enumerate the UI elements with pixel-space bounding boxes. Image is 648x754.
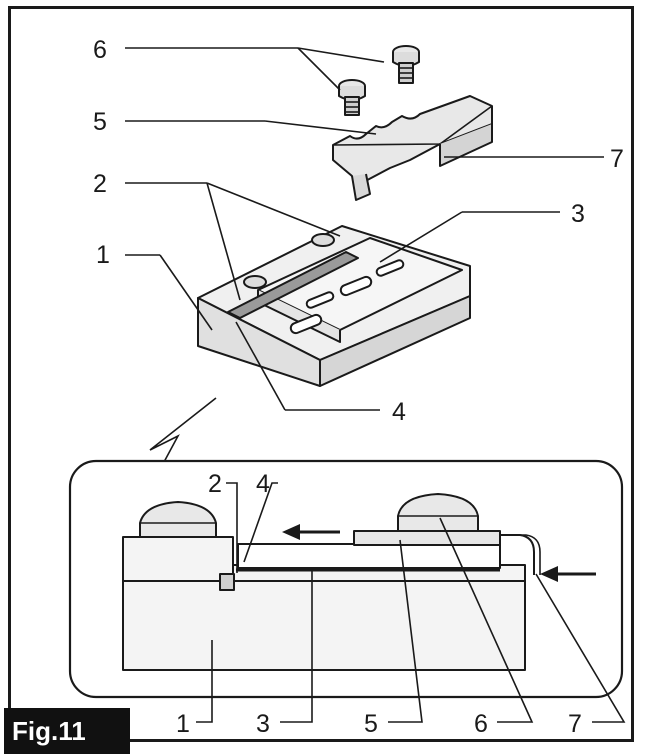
bottom-label-6: 6 [474, 710, 488, 738]
bottom-label-3: 3 [256, 710, 270, 738]
label-3: 3 [571, 200, 585, 228]
screw-right [392, 45, 420, 84]
detail-clamp [353, 493, 541, 575]
leaders-detail-top [226, 482, 278, 573]
bottom-label-7: 7 [568, 710, 582, 738]
leaders-bottom [196, 517, 626, 723]
detail-left-cap [139, 501, 217, 538]
label-6: 6 [93, 36, 107, 64]
detail-label-2: 2 [208, 470, 222, 498]
label-4: 4 [392, 398, 406, 426]
label-2: 2 [93, 170, 107, 198]
clamp-plate [332, 95, 493, 201]
label-5: 5 [93, 108, 107, 136]
bottom-label-1: 1 [176, 710, 190, 738]
arrow-left [282, 524, 340, 540]
detail-blade [237, 543, 501, 569]
detail-label-4: 4 [256, 470, 270, 498]
holder-block [197, 225, 471, 387]
leaders-top [125, 47, 604, 411]
arrow-right-push [540, 566, 596, 582]
figure-frame [8, 6, 634, 742]
label-1: 1 [96, 241, 110, 269]
figure-label: Fig.11 [4, 708, 130, 754]
label-7: 7 [610, 145, 624, 173]
zoom-pointer [149, 397, 217, 463]
screw-left [338, 79, 366, 116]
bottom-label-5: 5 [364, 710, 378, 738]
